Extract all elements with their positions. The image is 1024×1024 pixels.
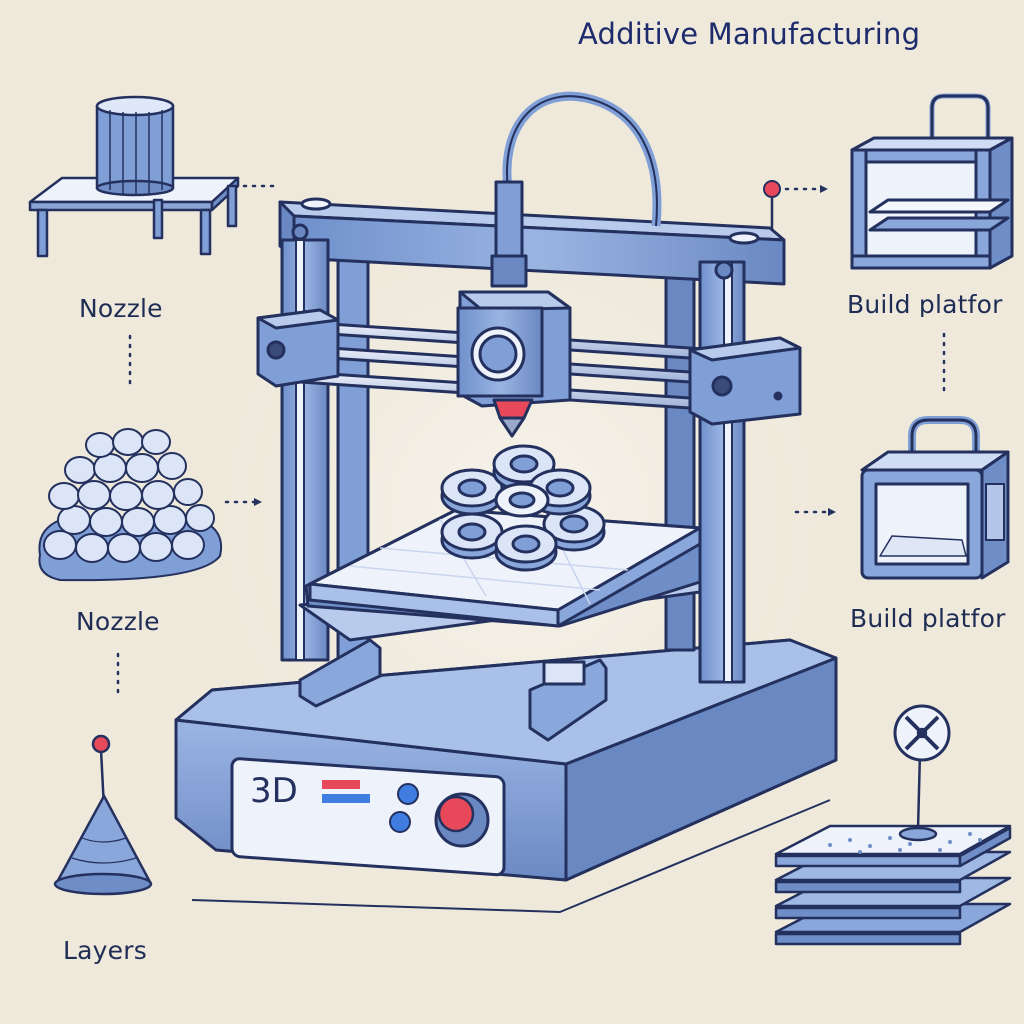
panel-indicator-blue (322, 794, 370, 803)
layered-cone-icon (53, 734, 153, 896)
label-nozzle-top: Nozzle (79, 294, 163, 323)
panel-button-upper[interactable] (397, 783, 419, 805)
panel-button-lower[interactable] (389, 811, 411, 833)
build-platform-cube-icon (850, 93, 1014, 270)
stacked-layers-icon (774, 704, 1012, 946)
pin-icon (763, 180, 781, 198)
label-build-platform-top: Build platfor (847, 292, 1003, 317)
panel-indicator-red (322, 780, 360, 789)
printed-object (440, 444, 606, 572)
arrowheads (254, 185, 836, 516)
label-nozzle-middle: Nozzle (76, 607, 160, 636)
3d-printer: 3D (174, 91, 838, 913)
build-platform-box-icon (860, 416, 1010, 580)
label-layers: Layers (63, 936, 147, 965)
connector-lines (116, 184, 946, 700)
panel-logo-text: 3D (250, 771, 298, 811)
lattice-structure-icon (38, 428, 222, 582)
control-panel (230, 757, 506, 877)
label-build-platform-middle: Build platfor (850, 606, 1006, 631)
power-button[interactable] (437, 795, 475, 833)
page-title: Additive Manufacturing (578, 17, 921, 51)
nozzle-table-icon (28, 95, 240, 258)
